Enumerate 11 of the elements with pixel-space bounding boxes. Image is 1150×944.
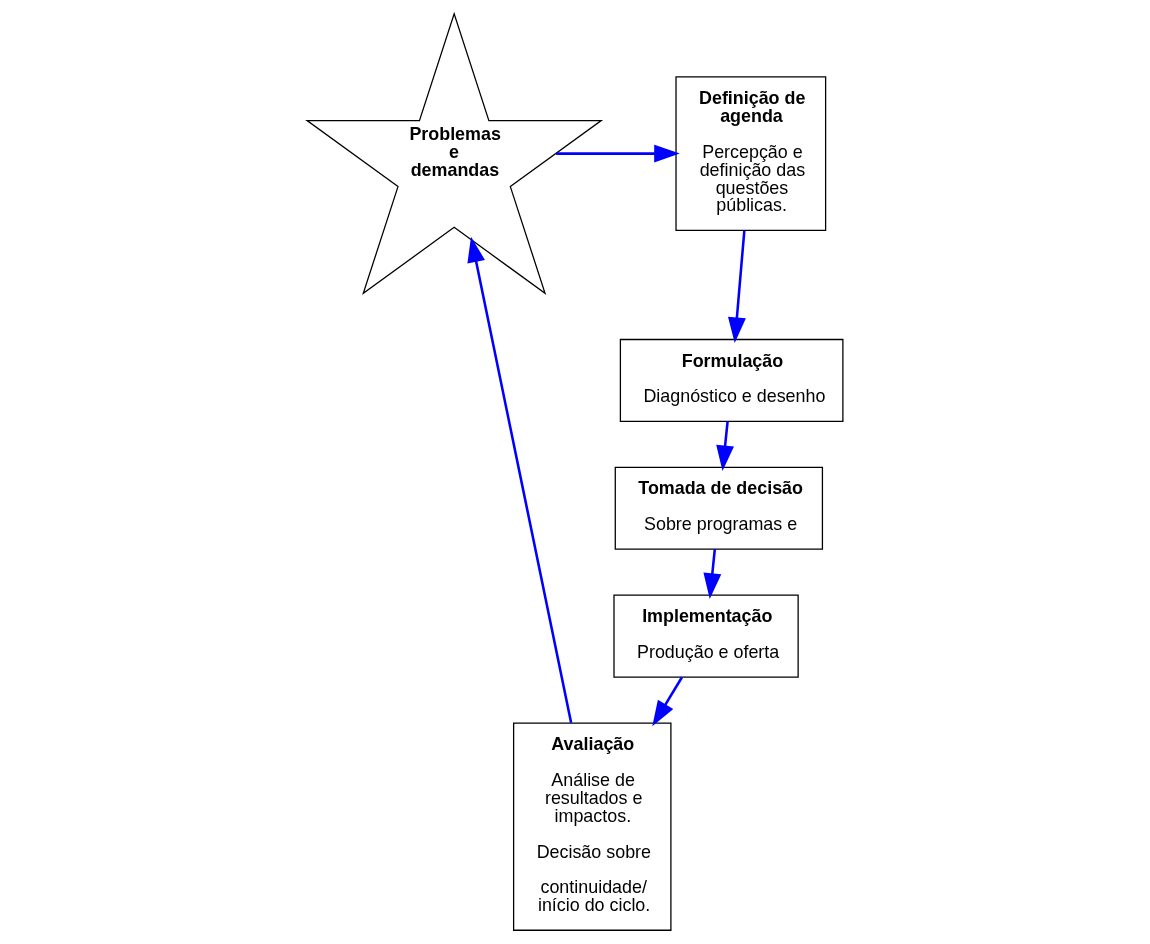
arrow [556, 144, 680, 163]
arrow [652, 676, 684, 727]
arrow [467, 236, 573, 723]
arrow [703, 549, 722, 599]
node-box: Implementação Produção e oferta [613, 594, 799, 678]
node-box: Avaliação Análise de resultados e impactos. Decisão sobre continuidade/ início do ciclo. [513, 722, 672, 931]
node-box: Tomada de decisão Sobre programas e [614, 466, 824, 550]
arrow [716, 421, 735, 472]
node-box: Definição de agenda Percepção e definição das questões públicas. [675, 76, 827, 231]
arrow [728, 230, 746, 344]
node-box: Formulação Diagnóstico e desenho [619, 338, 844, 422]
